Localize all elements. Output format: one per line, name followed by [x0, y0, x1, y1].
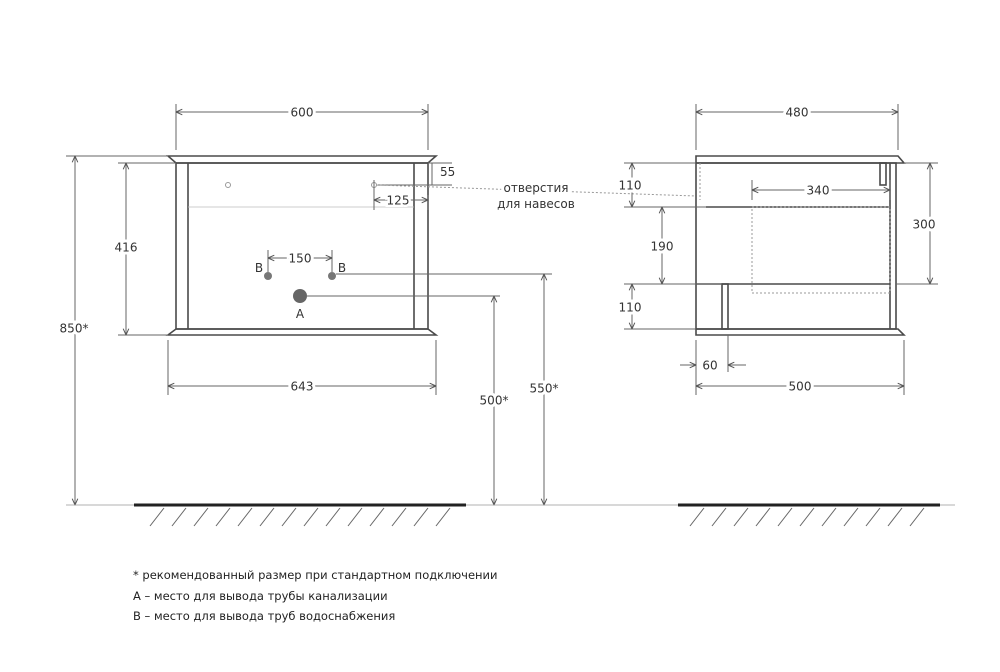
- floor-hatch-line: [909, 507, 925, 527]
- dim-drawer-depth: 340: [807, 184, 830, 198]
- note-a: А – место для вывода трубы канализации: [133, 589, 388, 603]
- dim-side-depth-bottom: 500: [789, 380, 812, 394]
- dim-drawer-front-height: 300: [913, 218, 936, 232]
- floor-hatch-line: [843, 507, 859, 527]
- side-hook: [879, 162, 887, 186]
- dim-front-width-bottom: 643: [291, 380, 314, 394]
- floor-hatch-line: [391, 507, 407, 527]
- dim-pipe-spacing: 150: [289, 252, 312, 266]
- floor-hatch-line: [281, 507, 297, 527]
- callout-leader: [375, 184, 697, 197]
- side-cabinet-body: [695, 162, 897, 330]
- dim-hole-offset-v: 55: [440, 165, 455, 179]
- side-dimensions: [624, 104, 938, 395]
- floor-hatch-line: [369, 507, 385, 527]
- pipe-a: [293, 289, 307, 303]
- callout-line-1: отверстия: [503, 181, 568, 195]
- dim-plinth-depth: 60: [702, 359, 717, 373]
- floor-hatch-line: [347, 507, 363, 527]
- label-pipe-a: A: [296, 307, 305, 321]
- dim-height-b: 550*: [530, 382, 559, 396]
- floor-hatch-line: [733, 507, 749, 527]
- dim-drawer-height: 190: [651, 240, 674, 254]
- label-pipe-b-left: B: [255, 261, 263, 275]
- front-view: [165, 155, 439, 336]
- dim-height-a: 500*: [480, 394, 509, 408]
- front-countertop: [165, 155, 439, 164]
- side-base: [695, 328, 906, 336]
- floor-hatch-line: [777, 507, 793, 527]
- front-cabinet-body: [175, 162, 429, 330]
- side-countertop: [695, 155, 906, 164]
- hanging-hole-left: [225, 182, 231, 188]
- label-pipe-b-right: B: [338, 261, 346, 275]
- note-b: В – место для вывода труб водоснабжения: [133, 609, 395, 623]
- dim-total-height: 850*: [60, 322, 89, 336]
- floor-hatch-line: [711, 507, 727, 527]
- dim-hole-offset-h: 125: [387, 194, 410, 208]
- dim-offset-top: 110: [619, 179, 642, 193]
- front-base: [165, 328, 439, 336]
- side-view: [695, 155, 906, 336]
- floor-hatch-line: [821, 507, 837, 527]
- floor-hatch-line: [149, 507, 165, 527]
- dim-side-depth-top: 480: [786, 106, 809, 120]
- floor-hatch-line: [325, 507, 341, 527]
- pipe-b-right: [328, 272, 336, 280]
- callout-line-2: для навесов: [497, 197, 575, 211]
- floor-hatch-line: [887, 507, 903, 527]
- note-star: * рекомендованный размер при стандартном…: [133, 568, 498, 582]
- side-drawer-box: [751, 206, 891, 294]
- floor-hatch-line: [303, 507, 319, 527]
- pipe-b-left: [264, 272, 272, 280]
- floor-hatch-line: [237, 507, 253, 527]
- side-pipe-stub: [721, 283, 729, 330]
- dim-front-width-top: 600: [291, 106, 314, 120]
- dim-offset-bottom: 110: [619, 301, 642, 315]
- front-dimensions: [66, 104, 552, 505]
- floor-hatch-line: [689, 507, 705, 527]
- floor-hatch-line: [755, 507, 771, 527]
- floor-hatch-line: [171, 507, 187, 527]
- floor-hatch-line: [259, 507, 275, 527]
- floor-hatch-line: [865, 507, 881, 527]
- floor-hatch-line: [799, 507, 815, 527]
- floor-hatch-line: [193, 507, 209, 527]
- floor-side: [678, 503, 940, 527]
- floor-front: [134, 503, 466, 527]
- floor-hatch-line: [413, 507, 429, 527]
- dim-body-height: 416: [115, 241, 138, 255]
- floor-hatch-line: [215, 507, 231, 527]
- floor-hatch-line: [435, 507, 451, 527]
